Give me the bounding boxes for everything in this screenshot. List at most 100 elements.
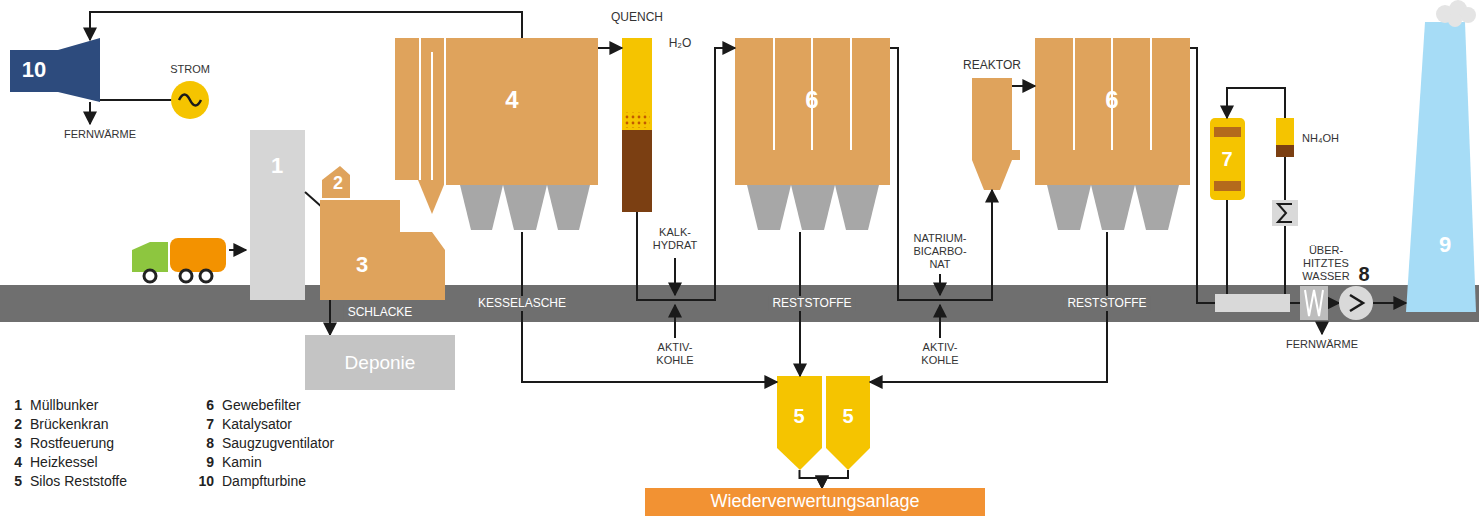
ground-band (0, 285, 1479, 322)
output-label: FERNWÄRME (64, 128, 136, 141)
node-label: 6 (1105, 87, 1118, 113)
fabric-filter (1073, 38, 1075, 150)
boiler (418, 180, 446, 214)
ammonia-tank (1276, 145, 1294, 157)
steam-heater (1278, 204, 1292, 222)
node-label: 2 (333, 174, 343, 194)
flow-arrow (598, 47, 622, 49)
steam-turbine (10, 38, 100, 102)
catalyst (1210, 118, 1245, 200)
residue-silo (777, 376, 870, 470)
truck (229, 249, 246, 251)
generator (171, 81, 209, 119)
residue-label: KESSELASCHE (474, 296, 570, 311)
quench-tower: QUENCHH₂O (622, 38, 652, 212)
residue-silo (777, 376, 822, 470)
quench-tower (624, 112, 650, 128)
residue-silo (826, 376, 870, 470)
boiler (444, 38, 446, 185)
truck (132, 238, 246, 282)
residue-silo: 5 (826, 376, 870, 470)
output-label: STROM (170, 63, 210, 76)
legend-name: Dampfturbine (222, 473, 306, 490)
steam-turbine: 10 (10, 40, 100, 100)
chimney (1460, 7, 1476, 23)
chimney (1406, 22, 1476, 312)
legend-name: Silos Reststoffe (30, 473, 127, 490)
dosing-arrows (939, 274, 941, 295)
node-sublabel: H₂O (669, 37, 692, 50)
fabric-filter (735, 38, 890, 185)
boiler (547, 185, 590, 230)
bridge-crane (322, 166, 350, 198)
flow-arrow (637, 48, 735, 300)
node-label: REAKTOR (963, 59, 1021, 72)
node-label: Wiederverwertungsanlage (710, 492, 919, 512)
medium-label: ÜBER- HITZTES WASSER (1295, 244, 1357, 283)
node-label: 4 (505, 87, 518, 113)
legend-name: Saugzugventilator (222, 435, 334, 452)
legend-name: Kamin (222, 454, 262, 471)
fabric-filter: 6 (1035, 38, 1190, 232)
additive-label: AKTIV- KOHLE (909, 341, 971, 367)
fabric-filter (1150, 38, 1152, 150)
legend-number: 5 (6, 473, 22, 490)
catalyst (1214, 181, 1241, 191)
ammonia-tank (1276, 118, 1294, 157)
node-label: 10 (22, 58, 46, 82)
fabric-filter (1035, 38, 1190, 185)
boiler (460, 185, 503, 230)
induced-draft-fan (1339, 286, 1373, 320)
chimney (1406, 0, 1476, 312)
flow-arrow (1190, 48, 1285, 303)
residue-label: RESTSTOFFE (768, 296, 855, 311)
node-label: 6 (805, 87, 818, 113)
flow-arrow (890, 48, 992, 300)
flow-arrow (822, 470, 848, 488)
node-label: 9 (1439, 233, 1451, 257)
legend-number: 7 (198, 416, 214, 433)
output-label: FERNWÄRME (1286, 338, 1358, 351)
node-label: Deponie (345, 352, 416, 373)
catalyst (1210, 118, 1245, 200)
truck (144, 270, 156, 282)
gas-heat-exchanger (1215, 294, 1290, 312)
boiler (503, 185, 547, 230)
residue-silo: 5 (777, 376, 822, 470)
steam-heater (1272, 200, 1298, 226)
heat-arrow (89, 102, 91, 124)
boiler (395, 38, 598, 230)
bridge-crane: 2 (322, 166, 350, 198)
legend-name: Gewebefilter (222, 397, 301, 414)
legend-name: Katalysator (222, 416, 292, 433)
dosing-arrows (674, 305, 676, 338)
flow-arrow (1012, 85, 1035, 87)
waste-bunker (250, 130, 305, 300)
truck (180, 270, 192, 282)
quench-tower (622, 38, 652, 212)
fabric-filter (791, 185, 835, 230)
ammonia-tank (1276, 118, 1294, 145)
node-label: 8 (1358, 263, 1369, 285)
legend-name: Rostfeuerung (30, 435, 114, 452)
catalyst (1214, 127, 1241, 137)
additive-label: NH₄OH (1302, 132, 1339, 145)
fabric-filter (835, 185, 879, 230)
generator (171, 81, 209, 119)
additive-label: KALK- HYDRAT (644, 226, 706, 252)
dosing-arrows (675, 258, 1322, 338)
waste-bunker (250, 130, 305, 300)
fabric-filter (1091, 185, 1135, 230)
truck (132, 242, 168, 272)
fabric-filter (850, 38, 852, 150)
flow-arrow (329, 300, 331, 335)
fabric-filter: 6 (735, 38, 890, 232)
boiler: 4 (445, 38, 598, 232)
flow-arrow (1373, 302, 1406, 304)
legend-number: 1 (6, 397, 22, 414)
truck (200, 270, 212, 282)
legend-number: 6 (198, 397, 214, 414)
truck (170, 238, 226, 272)
reactor: REAKTOR (972, 78, 1012, 190)
